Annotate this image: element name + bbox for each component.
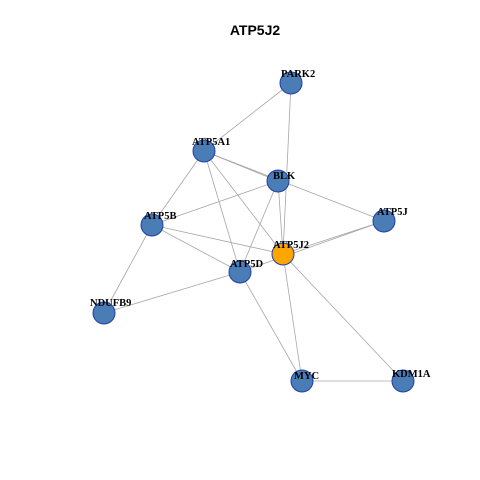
node-label-ndufb9: NDUFB9 xyxy=(90,298,131,309)
graph-title: ATP5J2 xyxy=(230,22,281,38)
node-atp5b[interactable] xyxy=(140,213,164,237)
node-label-park2: PARK2 xyxy=(281,69,315,80)
edge-atp5a1-atp5d xyxy=(203,150,241,273)
edge-atp5b-atp5d xyxy=(151,224,241,273)
node-blk[interactable] xyxy=(266,169,290,193)
node-atp5j[interactable] xyxy=(372,209,396,233)
edges-layer xyxy=(103,82,404,382)
edge-atp5j2-myc xyxy=(282,253,303,382)
edge-blk-atp5d xyxy=(239,180,279,273)
edge-park2-atp5j2 xyxy=(282,82,292,255)
node-myc[interactable] xyxy=(290,369,314,393)
edge-atp5a1-atp5j xyxy=(203,150,385,222)
node-label-atp5a1: ATP5A1 xyxy=(192,137,230,148)
edge-atp5j2-kdm1a xyxy=(282,253,404,382)
node-label-atp5b: ATP5B xyxy=(144,211,176,222)
edge-atp5d-ndufb9 xyxy=(103,271,241,314)
edge-atp5d-myc xyxy=(239,271,303,382)
edge-atp5j-atp5d xyxy=(239,220,385,273)
node-label-kdm1a: KDM1A xyxy=(392,369,431,380)
edge-park2-atp5a1 xyxy=(203,82,292,152)
edge-atp5b-atp5j2 xyxy=(151,224,284,255)
edge-atp5a1-atp5j2 xyxy=(203,150,284,255)
node-park2[interactable] xyxy=(279,71,303,95)
node-label-blk: BLK xyxy=(273,171,296,182)
edge-atp5a1-atp5b xyxy=(151,150,205,226)
edge-atp5j-atp5j2 xyxy=(282,220,385,255)
node-label-myc: MYC xyxy=(294,371,319,382)
node-atp5d[interactable] xyxy=(228,260,252,284)
node-ndufb9[interactable] xyxy=(92,301,116,325)
edge-blk-atp5b xyxy=(151,180,279,226)
edge-blk-atp5j2 xyxy=(277,180,284,255)
edge-atp5b-ndufb9 xyxy=(103,224,153,314)
node-label-atp5j2: ATP5J2 xyxy=(273,240,309,251)
nodes-layer xyxy=(92,71,415,393)
node-label-atp5j: ATP5J xyxy=(377,207,408,218)
node-atp5j2[interactable] xyxy=(271,242,295,266)
node-atp5a1[interactable] xyxy=(192,139,216,163)
node-kdm1a[interactable] xyxy=(391,369,415,393)
node-label-atp5d: ATP5D xyxy=(230,259,263,270)
